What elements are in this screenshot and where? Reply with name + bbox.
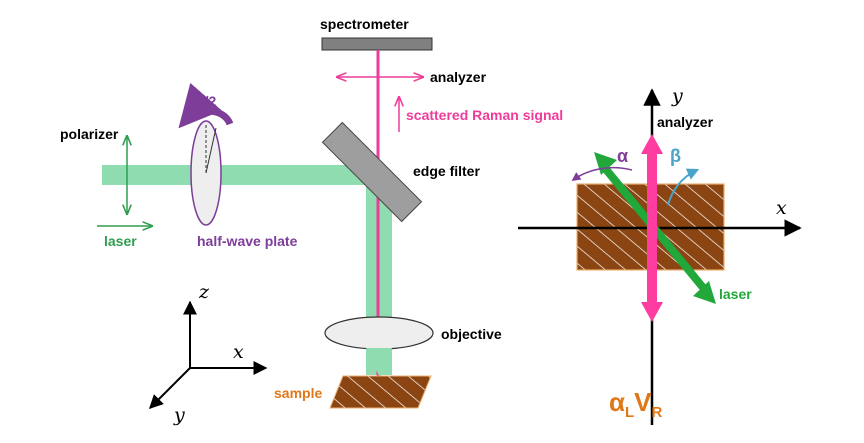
- right-x-label: x: [776, 197, 787, 219]
- beta-label: β: [670, 146, 681, 166]
- polarizer-label: polarizer: [60, 126, 119, 142]
- half-wave-plate-label: half-wave plate: [197, 233, 298, 249]
- sample-block: [329, 375, 432, 409]
- formula-v: V: [634, 387, 652, 417]
- spectrometer-label: spectrometer: [320, 16, 409, 32]
- axis-z-label: z: [199, 281, 210, 303]
- focus-cone: [366, 348, 392, 378]
- objective-label: objective: [441, 326, 502, 342]
- axis-y-label: y: [174, 404, 185, 426]
- half-wave-axis: [205, 127, 217, 174]
- edge-filter: [321, 121, 423, 223]
- right-y-label: y: [672, 85, 683, 107]
- analyzer-polarization-arrow: [641, 134, 663, 322]
- alpha-v-formula: αLVR: [609, 387, 662, 421]
- axis-x-label: x: [233, 341, 244, 363]
- alpha-label: α: [617, 146, 629, 166]
- objective-lens: [324, 316, 434, 350]
- beta-arrow: [667, 168, 700, 206]
- right-laser-label: laser: [719, 286, 752, 302]
- right-analyzer-label: analyzer: [657, 114, 714, 130]
- formula-alpha: α: [609, 387, 625, 417]
- spectrometer-block: [321, 37, 433, 51]
- alpha-rotation-arrow: [571, 167, 633, 182]
- analyzer-label: analyzer: [430, 69, 487, 85]
- rotation-arrow: [178, 82, 234, 129]
- axis-y-line: [149, 367, 191, 409]
- laser-label-left: laser: [104, 233, 137, 249]
- formula-alpha-sub: L: [624, 404, 635, 422]
- formula-v-sub: R: [651, 404, 663, 422]
- sample-label: sample: [274, 385, 323, 401]
- scattered-signal-label: scattered Raman signal: [406, 107, 564, 123]
- alpha-half-label: α/2: [196, 93, 217, 109]
- laser-beam-horizontal: [102, 165, 380, 185]
- edge-filter-label: edge filter: [413, 163, 480, 179]
